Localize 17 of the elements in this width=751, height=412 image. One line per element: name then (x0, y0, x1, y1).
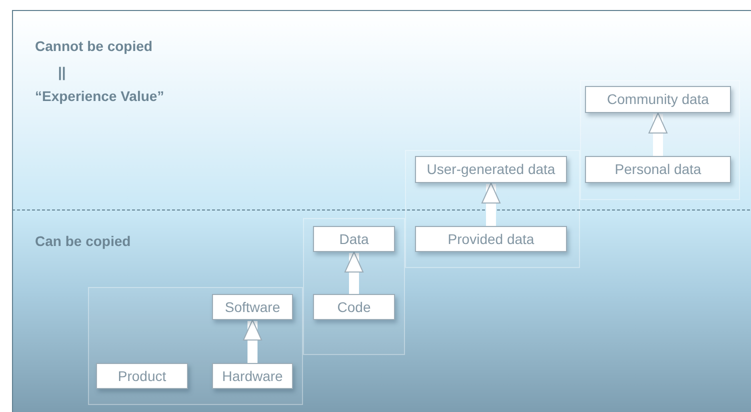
section-label: || (58, 63, 66, 82)
arrow (243, 320, 262, 363)
text-box: Software (212, 294, 293, 320)
section-label: Cannot be copied (35, 37, 152, 56)
text-box: Community data (585, 86, 731, 113)
text-box: Hardware (212, 363, 293, 389)
arrow (482, 182, 500, 226)
arrow (648, 112, 668, 156)
text-box: User-generated data (415, 156, 567, 183)
text-box: Personal data (585, 156, 731, 183)
section-label: “Experience Value” (35, 87, 164, 106)
text-box: Data (313, 226, 395, 252)
arrow (344, 252, 364, 294)
text-box: Code (313, 294, 395, 320)
text-box: Provided data (415, 226, 567, 252)
section-label: Can be copied (35, 232, 131, 251)
text-box: Product (96, 363, 188, 389)
